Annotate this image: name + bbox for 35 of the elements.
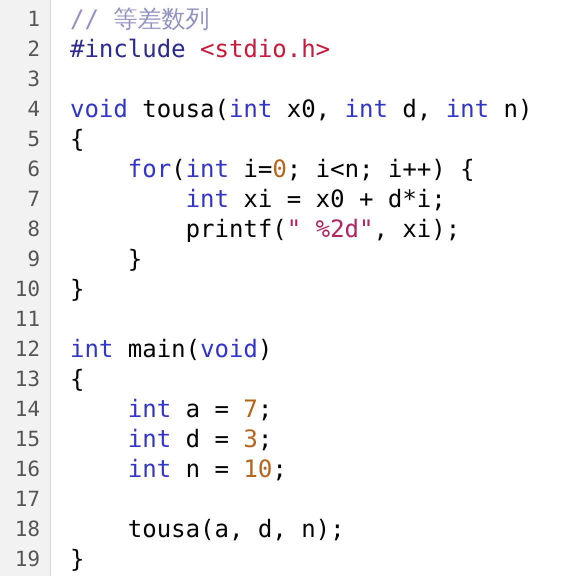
code-line: int a = 7; bbox=[128, 394, 272, 424]
line-number: 11 bbox=[14, 306, 40, 333]
line-number: 2 bbox=[26, 36, 40, 63]
line-number: 7 bbox=[26, 186, 40, 213]
code-line: { bbox=[70, 364, 84, 394]
line-number: 5 bbox=[26, 126, 40, 153]
line-number: 18 bbox=[14, 516, 40, 543]
code-line: void tousa(int x0, int d, int n) bbox=[70, 94, 532, 124]
line-number: 12 bbox=[14, 336, 40, 363]
line-number: 16 bbox=[14, 456, 40, 483]
code-line: { bbox=[70, 124, 84, 154]
line-number: 14 bbox=[14, 396, 40, 423]
code-line: } bbox=[70, 544, 84, 574]
line-number: 13 bbox=[14, 366, 40, 393]
code-line: for(int i=0; i<n; i++) { bbox=[128, 154, 475, 184]
line-number: 6 bbox=[26, 156, 40, 183]
line-number: 8 bbox=[26, 216, 40, 243]
code-line: tousa(a, d, n); bbox=[128, 514, 345, 544]
code-line: printf(" %2d", xi); bbox=[186, 214, 460, 244]
line-number: 9 bbox=[26, 246, 40, 273]
line-number: 10 bbox=[14, 276, 40, 303]
code-line: #include <stdio.h> bbox=[70, 34, 330, 64]
line-number: 4 bbox=[26, 96, 40, 123]
code-line: int d = 3; bbox=[128, 424, 272, 454]
code-line: } bbox=[70, 274, 84, 304]
code-line: // 等差数列 bbox=[70, 4, 210, 34]
line-number: 17 bbox=[14, 486, 40, 513]
code-line: int xi = x0 + d*i; bbox=[186, 184, 446, 214]
line-number: 15 bbox=[14, 426, 40, 453]
code-line: } bbox=[128, 244, 142, 274]
code-line: int n = 10; bbox=[128, 454, 287, 484]
line-number: 1 bbox=[26, 6, 40, 33]
code-line: int main(void) bbox=[70, 334, 272, 364]
line-number: 3 bbox=[26, 66, 40, 93]
line-number: 19 bbox=[14, 546, 40, 573]
